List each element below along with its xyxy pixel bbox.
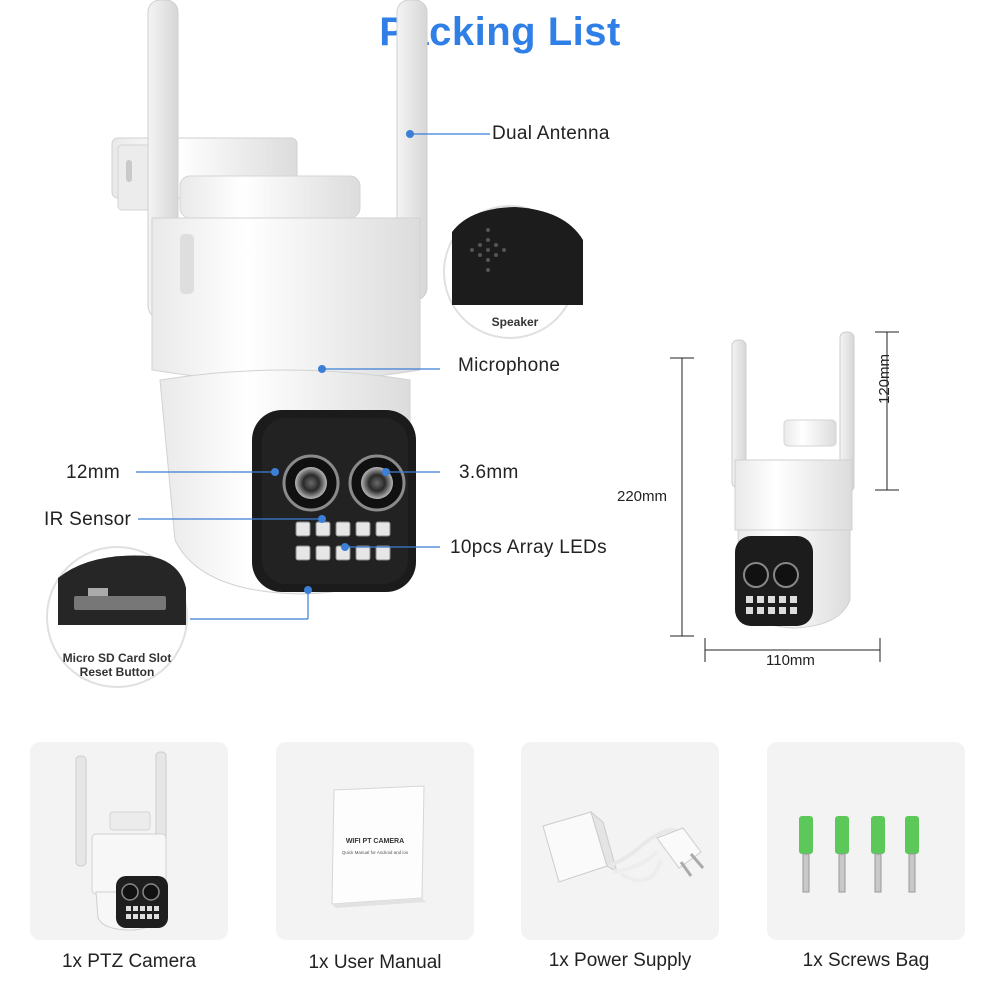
top-mount bbox=[179, 175, 361, 219]
package-card-power bbox=[521, 742, 719, 940]
label-dual-antenna: Dual Antenna bbox=[492, 123, 610, 144]
label-array-leds: 10pcs Array LEDs bbox=[450, 537, 607, 558]
label-microphone: Microphone bbox=[458, 355, 561, 376]
label-ir-sensor: IR Sensor bbox=[44, 509, 132, 530]
package-card-manual: WIFI PT CAMERA Quick Manual for Android … bbox=[276, 742, 474, 940]
label-height-total: 220mm bbox=[617, 488, 668, 505]
caption-power-supply: 1x Power Supply bbox=[548, 950, 692, 971]
label-3-6mm: 3.6mm bbox=[459, 462, 519, 483]
label-height-body: 120mm bbox=[876, 353, 893, 404]
dimension-lines bbox=[670, 331, 899, 662]
label-reset-button: Reset Button bbox=[79, 665, 155, 679]
anchor-2 bbox=[835, 816, 849, 893]
caption-user-manual: 1x User Manual bbox=[308, 952, 442, 973]
power-supply-thumb bbox=[542, 810, 705, 883]
anchor-4 bbox=[905, 816, 919, 893]
label-width: 110mm bbox=[766, 652, 815, 669]
package-card-camera bbox=[30, 742, 228, 940]
anchor-1 bbox=[799, 816, 813, 893]
label-sd-slot: Micro SD Card Slot bbox=[62, 651, 172, 665]
ptz-camera-thumb bbox=[75, 751, 168, 931]
label-12mm: 12mm bbox=[66, 462, 120, 483]
caption-screws-bag: 1x Screws Bag bbox=[802, 950, 930, 971]
screws-bag-thumb bbox=[799, 816, 919, 893]
label-speaker: Speaker bbox=[491, 315, 539, 329]
anchor-3 bbox=[871, 816, 885, 893]
speaker-holes bbox=[470, 228, 506, 272]
dimension-camera bbox=[731, 331, 855, 629]
caption-ptz-camera: 1x PTZ Camera bbox=[61, 951, 197, 972]
manual-subheading: Quick Manual for Android and ios bbox=[341, 850, 409, 855]
manual-heading: WIFI PT CAMERA bbox=[345, 838, 405, 845]
camera-diagram bbox=[46, 0, 899, 688]
user-manual-thumb bbox=[331, 785, 426, 908]
package-card-screws bbox=[767, 742, 965, 940]
